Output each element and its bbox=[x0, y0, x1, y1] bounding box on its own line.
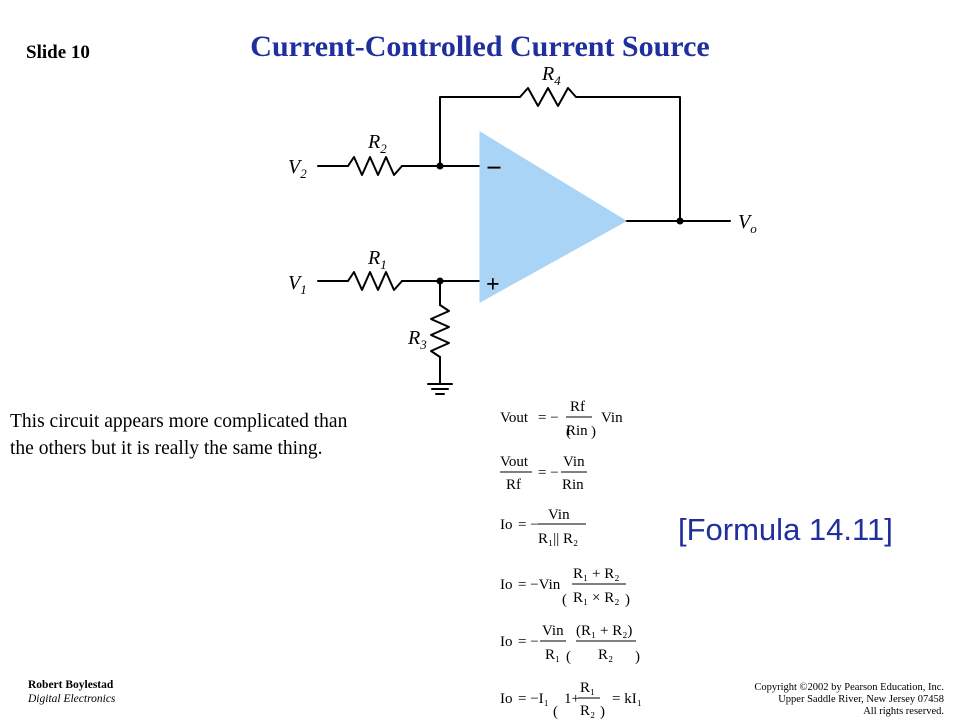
r2-label: R bbox=[367, 131, 380, 153]
eq2-eqs: = − bbox=[538, 465, 559, 481]
eq4-den: R₁ × R₂ bbox=[573, 590, 619, 606]
r3-label: R bbox=[407, 327, 420, 349]
vo-sub: o bbox=[750, 221, 757, 236]
eq1-rparen: ) bbox=[591, 424, 596, 440]
eq5-lhs: Io bbox=[500, 634, 513, 650]
copyright-line-1: Copyright ©2002 by Pearson Education, In… bbox=[754, 682, 944, 693]
slide-title-text: Current-Controlled Current Source bbox=[250, 30, 710, 63]
v1-label: V bbox=[288, 272, 303, 294]
eq2-den2: Rin bbox=[562, 477, 584, 493]
eq3-lhs: Io bbox=[500, 517, 513, 533]
r4-label: R bbox=[541, 63, 554, 85]
eq6-num: R₁ bbox=[580, 680, 595, 696]
svg-text:R2: R2 bbox=[367, 131, 387, 156]
eq6-eqs: = −I₁ bbox=[518, 691, 549, 707]
eq1-den: Rin bbox=[566, 423, 588, 439]
eq1-eqs: = − bbox=[538, 410, 559, 426]
slide-title: Current-Controlled Current Source bbox=[0, 30, 960, 64]
eq4-lhs: Io bbox=[500, 577, 513, 593]
book-title: Digital Electronics bbox=[28, 693, 116, 705]
eq1-num: Rf bbox=[570, 399, 585, 415]
eq3-num: Vin bbox=[548, 507, 570, 523]
r2-resistor bbox=[347, 156, 403, 176]
author-block: Robert Boylestad Digital Electronics bbox=[28, 678, 115, 706]
equation-5: Io = − Vin R₁ ( (R₁ + R₂) R₂ ) bbox=[500, 623, 640, 665]
copyright-line-2: Upper Saddle River, New Jersey 07458 bbox=[778, 694, 944, 705]
plus-sign: + bbox=[486, 272, 500, 298]
equations: Vout = − ( Rf Rin ) Vin Vout Rf = − Vin … bbox=[500, 399, 642, 720]
eq4-lparen: ( bbox=[562, 592, 567, 608]
opamp-triangle bbox=[479, 131, 627, 303]
vo-label: V bbox=[738, 211, 753, 233]
eq5-eqs: = − bbox=[518, 634, 539, 650]
r4-sub: 4 bbox=[554, 73, 561, 88]
eq1-lparen: ( bbox=[566, 424, 571, 440]
formula-reference: [Formula 14.11] bbox=[678, 512, 893, 547]
eq2-den1: Rf bbox=[506, 477, 521, 493]
r1-label: R bbox=[367, 247, 380, 269]
r3-resistor bbox=[430, 304, 450, 358]
r1-sub: 1 bbox=[380, 257, 387, 272]
eq5-rparen: ) bbox=[635, 649, 640, 665]
eq4-rparen: ) bbox=[625, 592, 630, 608]
eq1-lhs: Vout bbox=[500, 410, 529, 426]
eq6-tail: = kI₁ bbox=[612, 691, 642, 707]
eq5-num2: (R₁ + R₂) bbox=[576, 623, 632, 639]
copyright-block: Copyright ©2002 by Pearson Education, In… bbox=[754, 682, 944, 718]
svg-text:R3: R3 bbox=[407, 327, 427, 352]
feedback-wire-left bbox=[439, 96, 521, 167]
description-line-1: This circuit appears more complicated th… bbox=[10, 411, 348, 432]
eq2-num1: Vout bbox=[500, 454, 529, 470]
copyright-line-3: All rights reserved. bbox=[863, 706, 944, 717]
slide-number: Slide 10 bbox=[26, 42, 90, 63]
equation-2: Vout Rf = − Vin Rin bbox=[500, 454, 587, 493]
svg-text:Vo: Vo bbox=[738, 211, 757, 236]
minus-sign: − bbox=[486, 153, 502, 184]
eq3-eqs: = − bbox=[518, 517, 539, 533]
r4-resistor bbox=[519, 87, 577, 107]
r2-sub: 2 bbox=[380, 141, 387, 156]
svg-text:R1: R1 bbox=[367, 247, 387, 272]
r1-resistor bbox=[347, 271, 403, 291]
svg-text:V2: V2 bbox=[288, 156, 307, 181]
v2-label: V bbox=[288, 156, 303, 178]
eq1-tail: Vin bbox=[601, 410, 623, 426]
eq6-one: 1+ bbox=[564, 691, 580, 707]
equation-1: Vout = − ( Rf Rin ) Vin bbox=[500, 399, 623, 440]
v1-sub: 1 bbox=[300, 282, 307, 297]
eq5-den1: R₁ bbox=[545, 647, 560, 663]
eq6-rparen: ) bbox=[600, 704, 605, 720]
equation-4: Io = −Vin ( R₁ + R₂ R₁ × R₂ ) bbox=[500, 566, 630, 608]
eq5-den2: R₂ bbox=[598, 647, 613, 663]
description-line-2: the others but it is really the same thi… bbox=[10, 438, 323, 459]
svg-text:R4: R4 bbox=[541, 63, 561, 88]
eq4-eqs: = −Vin bbox=[518, 577, 561, 593]
svg-text:V1: V1 bbox=[288, 272, 307, 297]
eq3-den: R₁|| R₂ bbox=[538, 531, 578, 547]
eq2-num2: Vin bbox=[563, 454, 585, 470]
junction-output bbox=[676, 217, 684, 225]
eq5-lparen: ( bbox=[566, 649, 571, 665]
v2-sub: 2 bbox=[300, 166, 307, 181]
equation-3: Io = − Vin R₁|| R₂ bbox=[500, 507, 586, 547]
equation-6: Io = −I₁ ( 1+ R₁ R₂ ) = kI₁ bbox=[500, 680, 642, 720]
eq6-lparen: ( bbox=[553, 704, 558, 720]
junction-minus bbox=[436, 162, 444, 170]
author-name: Robert Boylestad bbox=[28, 679, 114, 691]
junction-plus bbox=[436, 277, 444, 285]
description: This circuit appears more complicated th… bbox=[10, 408, 450, 462]
r3-sub: 3 bbox=[419, 337, 427, 352]
eq6-lhs: Io bbox=[500, 691, 513, 707]
eq5-num1: Vin bbox=[542, 623, 564, 639]
eq4-num: R₁ + R₂ bbox=[573, 566, 619, 582]
feedback-wire-right bbox=[575, 96, 681, 222]
eq6-den: R₂ bbox=[580, 703, 595, 719]
